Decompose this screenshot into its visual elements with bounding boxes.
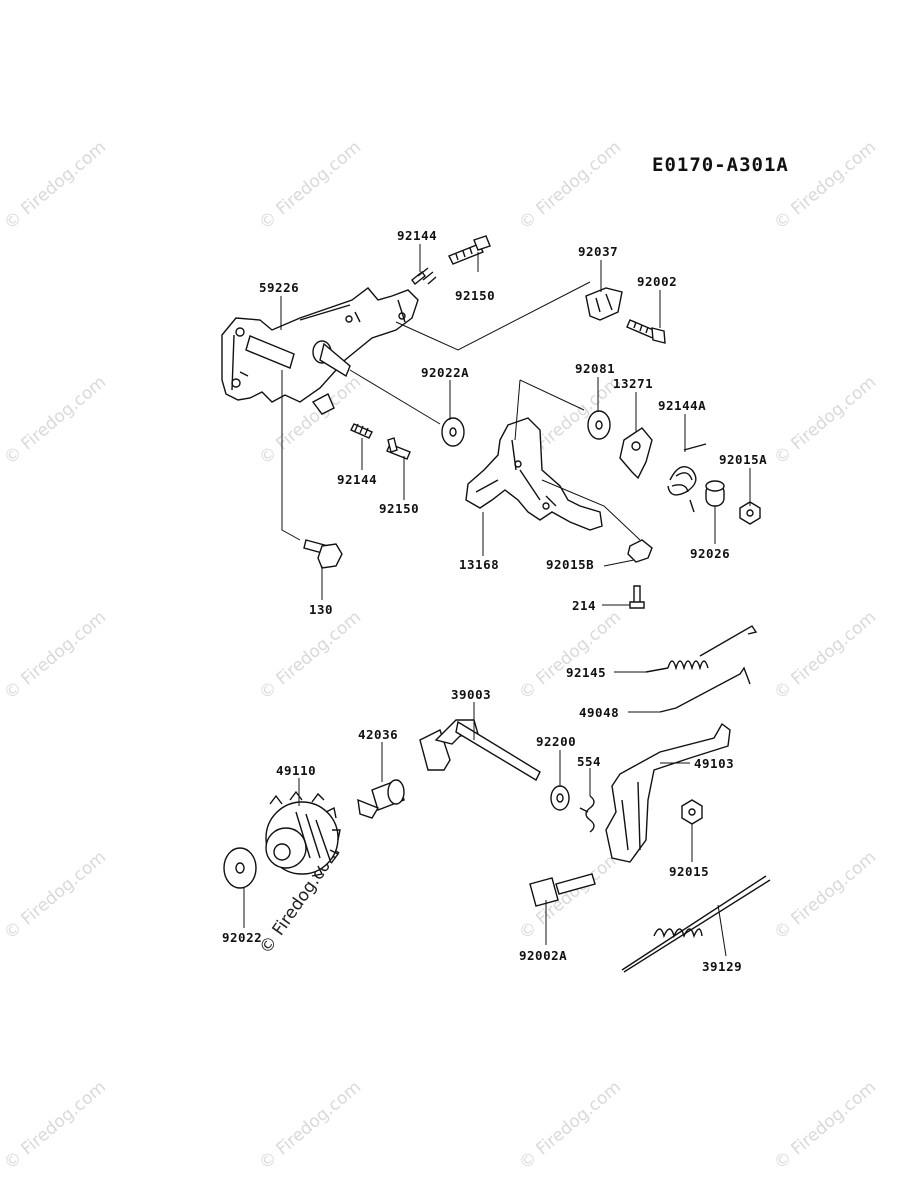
watermark: © Firedog.com bbox=[0, 607, 110, 704]
label-92200: 92200 bbox=[536, 734, 576, 749]
watermark: © Firedog.com bbox=[515, 607, 625, 704]
label-13271: 13271 bbox=[613, 376, 653, 391]
label-39003: 39003 bbox=[451, 687, 491, 702]
label-92037: 92037 bbox=[578, 244, 618, 259]
watermark: © Firedog.com bbox=[770, 372, 880, 469]
label-49103: 49103 bbox=[694, 756, 734, 771]
label-92026: 92026 bbox=[690, 546, 730, 561]
label-92150-bot: 92150 bbox=[379, 501, 419, 516]
part-drawings bbox=[221, 235, 771, 973]
watermark: © Firedog.com bbox=[0, 847, 110, 944]
label-92081: 92081 bbox=[575, 361, 615, 376]
label-42036: 42036 bbox=[358, 727, 398, 742]
label-92022: 92022 bbox=[222, 930, 262, 945]
watermark-layer: © Firedog.com © Firedog.com © Firedog.co… bbox=[0, 137, 880, 1174]
watermark: © Firedog.com bbox=[770, 1077, 880, 1174]
label-92144A: 92144A bbox=[658, 398, 706, 413]
leader-lines bbox=[243, 244, 751, 957]
label-92144-top: 92144 bbox=[397, 228, 437, 243]
watermark: © Firedog.com bbox=[0, 1077, 110, 1174]
label-92002A: 92002A bbox=[519, 948, 567, 963]
watermark: © Firedog.com bbox=[770, 137, 880, 234]
diagram-code: E0170-A301A bbox=[652, 154, 789, 176]
watermark: © Firedog.com bbox=[515, 137, 625, 234]
watermark: © Firedog.com bbox=[255, 1077, 365, 1174]
watermark: © Firedog.com bbox=[0, 137, 110, 234]
label-214: 214 bbox=[572, 598, 596, 613]
label-554: 554 bbox=[577, 754, 601, 769]
label-92015: 92015 bbox=[669, 864, 709, 879]
label-13168: 13168 bbox=[459, 557, 499, 572]
watermark: © Firedog.com bbox=[0, 372, 110, 469]
watermark: © Firedog.com bbox=[255, 137, 365, 234]
gear-49110 bbox=[265, 790, 341, 877]
label-49110: 49110 bbox=[276, 763, 316, 778]
label-92015B: 92015B bbox=[546, 557, 594, 572]
label-92145: 92145 bbox=[566, 665, 606, 680]
label-130: 130 bbox=[309, 602, 333, 617]
watermark: © Firedog.com bbox=[515, 1077, 625, 1174]
watermark: © Firedog.com bbox=[770, 607, 880, 704]
lever-13168 bbox=[465, 417, 603, 531]
label-39129: 39129 bbox=[702, 959, 742, 974]
label-92015A: 92015A bbox=[719, 452, 767, 467]
label-92002: 92002 bbox=[637, 274, 677, 289]
label-59226: 59226 bbox=[259, 280, 299, 295]
label-92022A: 92022A bbox=[421, 365, 469, 380]
lever-49103 bbox=[605, 722, 731, 863]
label-49048: 49048 bbox=[579, 705, 619, 720]
watermark: © Firedog.com bbox=[255, 607, 365, 704]
watermark: © Firedog.com bbox=[515, 847, 625, 944]
label-92150-top: 92150 bbox=[455, 288, 495, 303]
watermark: © Firedog.com bbox=[770, 847, 880, 944]
label-92144-bot: 92144 bbox=[337, 472, 377, 487]
part-labels: 59226 92144 92150 92037 92002 92022A 920… bbox=[222, 228, 767, 974]
